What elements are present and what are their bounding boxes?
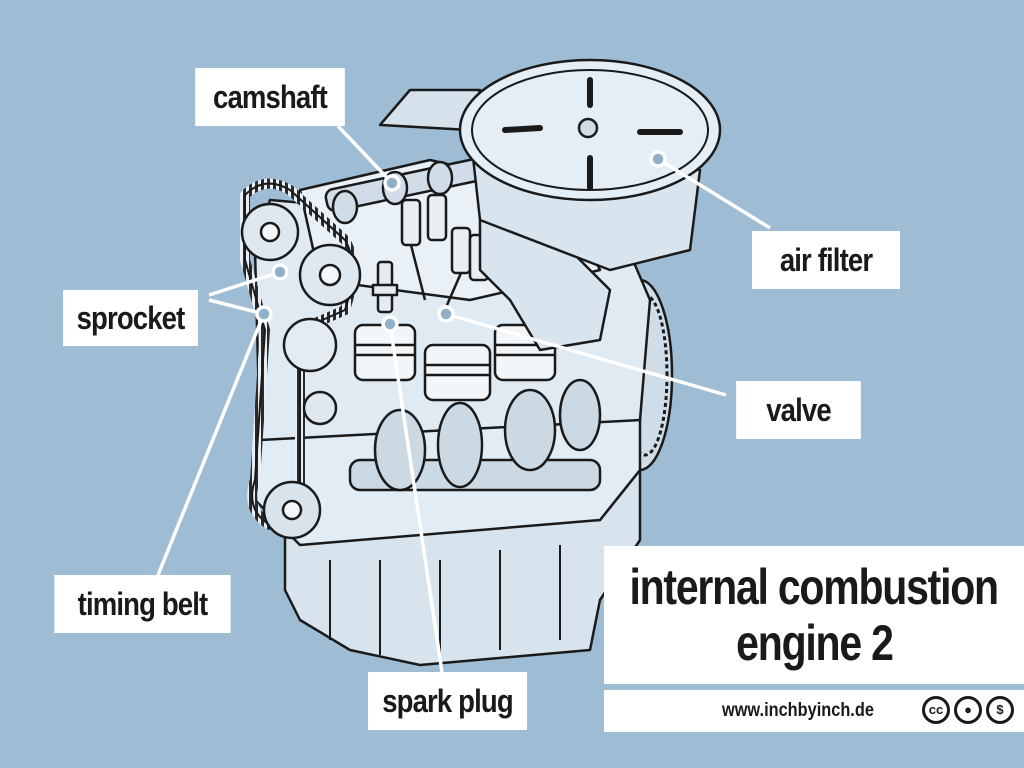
title-line-1: internal combustion bbox=[629, 559, 1000, 615]
leader-dots bbox=[255, 150, 667, 333]
label-timing-belt: timing belt bbox=[54, 575, 231, 633]
label-sprocket: sprocket bbox=[62, 290, 199, 346]
engine-illustration bbox=[240, 58, 722, 667]
label-valve: valve bbox=[736, 381, 861, 439]
website-link[interactable]: www.inchbyinch.de bbox=[722, 700, 874, 721]
label-air-filter: air filter bbox=[752, 231, 900, 289]
footer-bar: www.inchbyinch.de cc ● $ bbox=[604, 690, 1024, 732]
diagram-title: internal combustion engine 2 bbox=[604, 546, 1024, 684]
nc-icon: $ bbox=[986, 696, 1014, 724]
label-spark-plug: spark plug bbox=[367, 672, 528, 730]
leader-lines bbox=[156, 124, 771, 673]
cc-icon: cc bbox=[922, 696, 950, 724]
by-icon: ● bbox=[954, 696, 982, 724]
title-line-2: engine 2 bbox=[735, 615, 894, 671]
label-camshaft: camshaft bbox=[195, 68, 345, 126]
